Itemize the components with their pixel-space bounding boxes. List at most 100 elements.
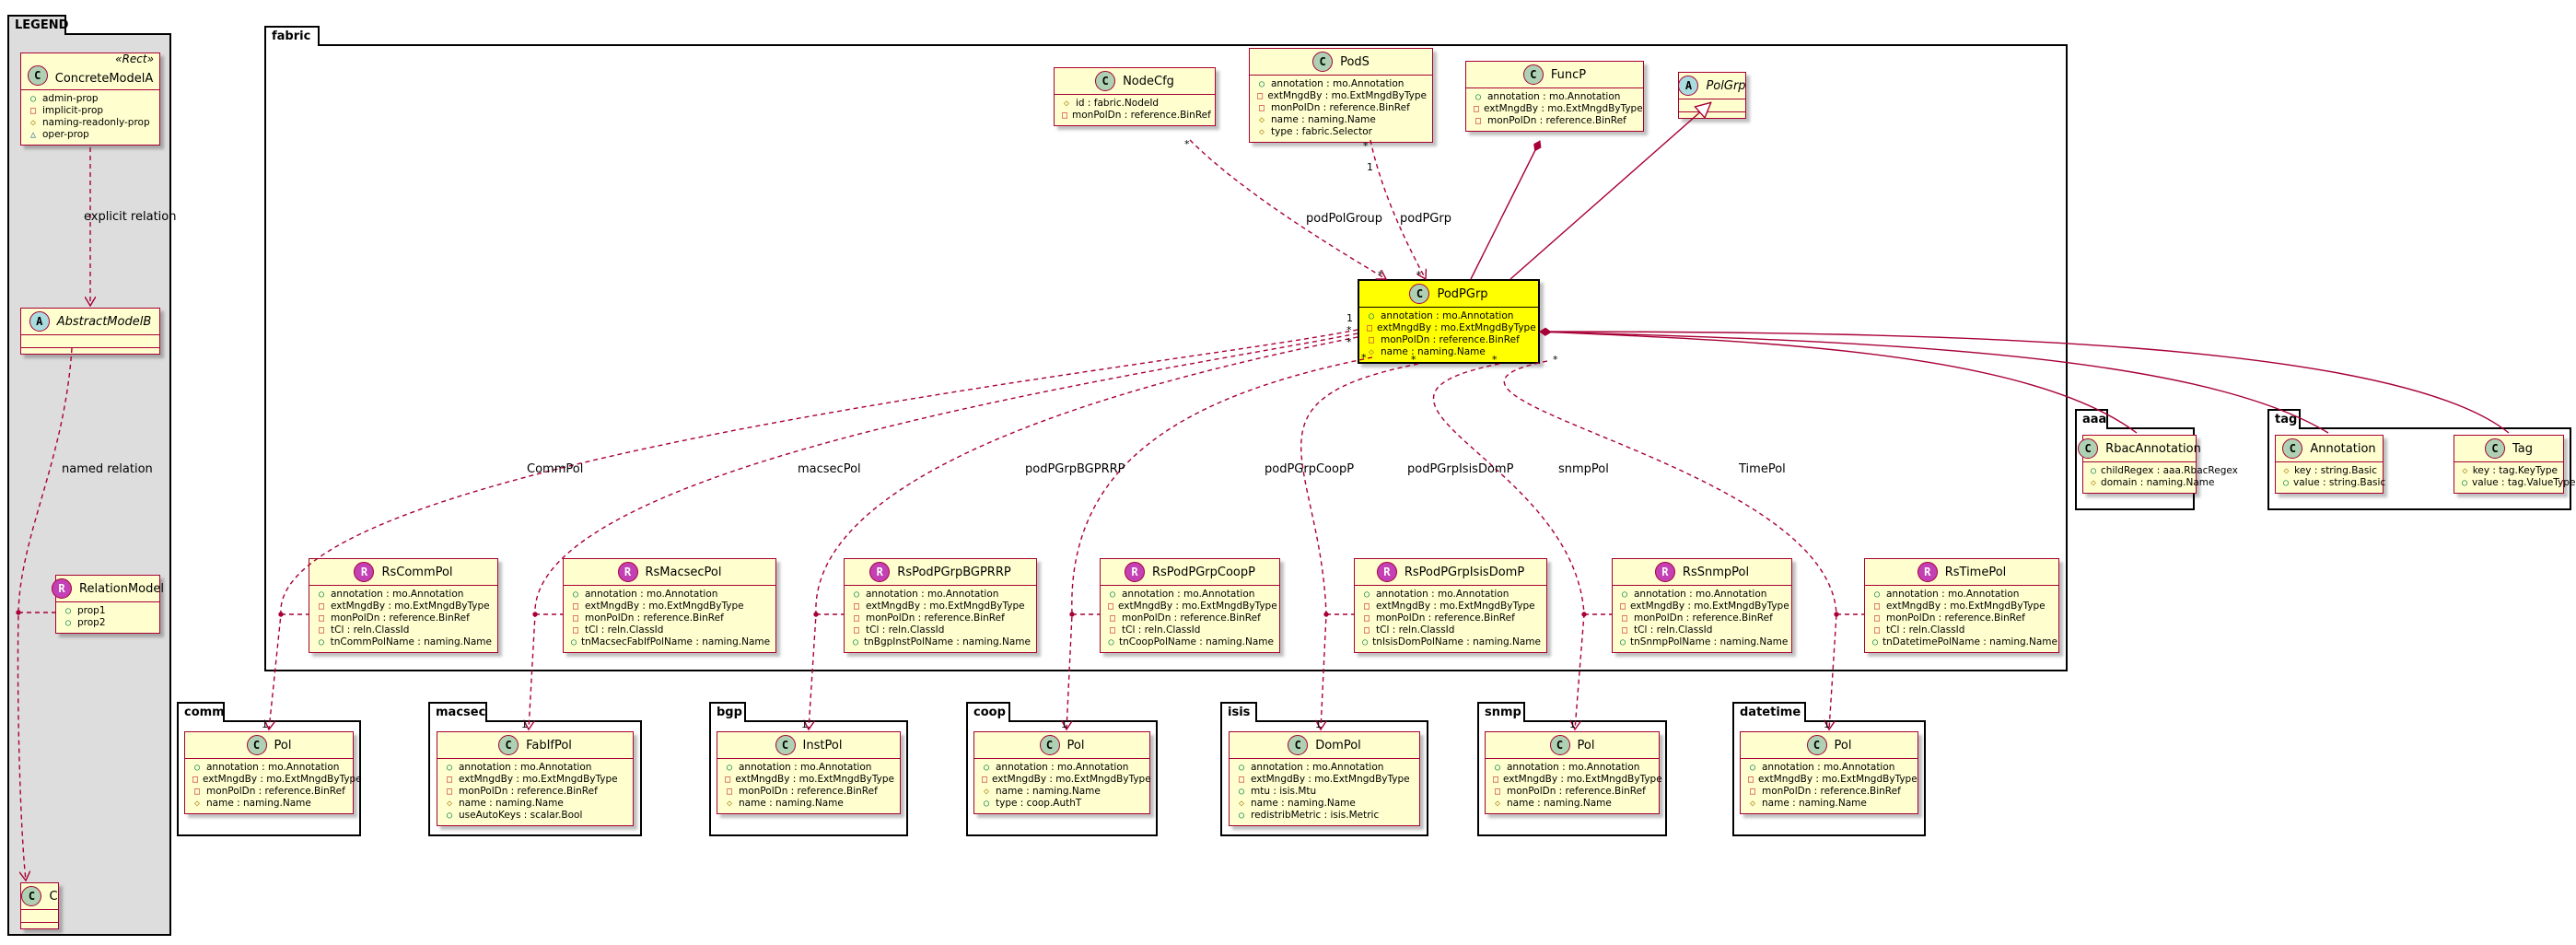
- attribute-text: extMngdBy : mo.ExtMngdByType: [1118, 601, 1277, 612]
- attribute-text: annotation : mo.Annotation: [1376, 589, 1509, 600]
- package-fabric-title: fabric: [264, 26, 320, 46]
- attribute-text: tCl : reln.ClassId: [1122, 624, 1201, 636]
- attribute-text: extMngdBy : mo.ExtMngdByType: [331, 601, 490, 612]
- attribute-row: □implicit-prop: [29, 105, 154, 117]
- class-rscommpol[interactable]: R RsCommPol ○annotation : mo.Annotation□ex…: [309, 558, 498, 653]
- visibility-icon: ◇: [2283, 466, 2290, 476]
- attribute-row: ○value : tag.ValueType: [2462, 477, 2575, 489]
- visibility-icon: ◇: [1258, 115, 1265, 125]
- visibility-icon: □: [1257, 91, 1264, 101]
- visibility-icon: □: [1620, 601, 1626, 612]
- attribute-text: name : naming.Name: [1507, 798, 1612, 809]
- class-attributes: ○childRegex : aaa.RbacRegex◇domain : nam…: [2083, 462, 2238, 493]
- visibility-icon: ◇: [193, 799, 201, 809]
- class-name: FuncP: [1550, 67, 1587, 82]
- visibility-icon: □: [29, 106, 37, 116]
- attribute-text: tCl : reln.ClassId: [585, 624, 664, 636]
- visibility-icon: ○: [726, 763, 733, 773]
- visibility-icon: ○: [318, 637, 324, 648]
- class-name: RsTimePol: [1944, 565, 2007, 579]
- attribute-text: tnCoopPolName : naming.Name: [1119, 636, 1274, 648]
- visibility-icon: ◇: [29, 118, 37, 128]
- visibility-icon: □: [446, 787, 453, 797]
- attribute-row: □tCl : reln.ClassId: [852, 624, 1031, 636]
- package-macsec-title: macsec: [428, 702, 487, 722]
- visibility-icon: □: [1873, 613, 1881, 624]
- attribute-text: tnSnmpPolName : naming.Name: [1630, 636, 1789, 648]
- attribute-row: □monPolDn : reference.BinRef: [1362, 612, 1541, 624]
- visibility-icon: ○: [1238, 763, 1245, 773]
- attribute-row: □extMngdBy : mo.ExtMngdByType: [1257, 90, 1427, 102]
- visibility-icon: ○: [1238, 787, 1245, 797]
- attribute-row: □tCl : reln.ClassId: [317, 624, 492, 636]
- attribute-text: annotation : mo.Annotation: [739, 762, 872, 773]
- package-aaa-title: aaa: [2075, 409, 2108, 429]
- attribute-row: □extMngdBy : mo.ExtMngdByType: [1872, 601, 2053, 612]
- class-name: ConcreteModelA: [54, 72, 154, 86]
- attribute-row: □tCl : reln.ClassId: [1620, 624, 1786, 636]
- attribute-row: □monPolDn : reference.BinRef: [1748, 786, 1912, 798]
- class-name: RsPodPGrpBGPRRP: [897, 565, 1011, 579]
- attribute-text: annotation : mo.Annotation: [459, 762, 592, 773]
- class-attributes: [21, 910, 58, 922]
- class-attributes: ○annotation : mo.Annotation□extMngdBy : …: [564, 586, 775, 652]
- attribute-row: □extMngdBy : mo.ExtMngdByType: [317, 601, 492, 612]
- attribute-row: ◇key : string.Basic: [2283, 465, 2377, 477]
- visibility-icon: □: [1108, 601, 1114, 612]
- class-attributes: ○annotation : mo.Annotation□extMngdBy : …: [1865, 586, 2058, 652]
- package-comm-title: comm: [177, 702, 225, 722]
- attribute-text: extMngdBy : mo.ExtMngdByType: [1251, 774, 1410, 785]
- attribute-row: □monPolDn : reference.BinRef: [1257, 102, 1427, 114]
- visibility-icon: □: [1474, 116, 1482, 126]
- class-attributes: ○annotation : mo.Annotation□extMngdBy : …: [309, 586, 497, 652]
- attribute-text: redistribMetric : isis.Metric: [1251, 810, 1380, 821]
- attribute-row: □extMngdBy : mo.ExtMngdByType: [1367, 322, 1536, 334]
- attribute-text: monPolDn : reference.BinRef: [1381, 334, 1520, 345]
- attribute-row: □monPolDn : reference.BinRef: [1620, 612, 1786, 624]
- attribute-row: ○annotation : mo.Annotation: [445, 762, 627, 774]
- visibility-icon: □: [572, 613, 579, 624]
- attribute-row: □extMngdBy : mo.ExtMngdByType: [1362, 601, 1541, 612]
- class-rscommpol-header: R RsCommPol: [309, 559, 497, 586]
- visibility-icon: ○: [1363, 589, 1370, 600]
- visibility-icon: □: [1363, 625, 1370, 636]
- class-name: NodeCfg: [1123, 74, 1174, 88]
- attribute-row: □extMngdBy : mo.ExtMngdByType: [725, 774, 894, 786]
- attribute-text: extMngdBy : mo.ExtMngdByType: [992, 774, 1151, 785]
- relation-circle-icon: R: [354, 562, 375, 582]
- attribute-text: monPolDn : reference.BinRef: [739, 786, 878, 797]
- attribute-row: □extMngdBy : mo.ExtMngdByType: [1474, 103, 1643, 115]
- attribute-row: □monPolDn : reference.BinRef: [317, 612, 492, 624]
- class-name: RsCommPol: [381, 565, 453, 579]
